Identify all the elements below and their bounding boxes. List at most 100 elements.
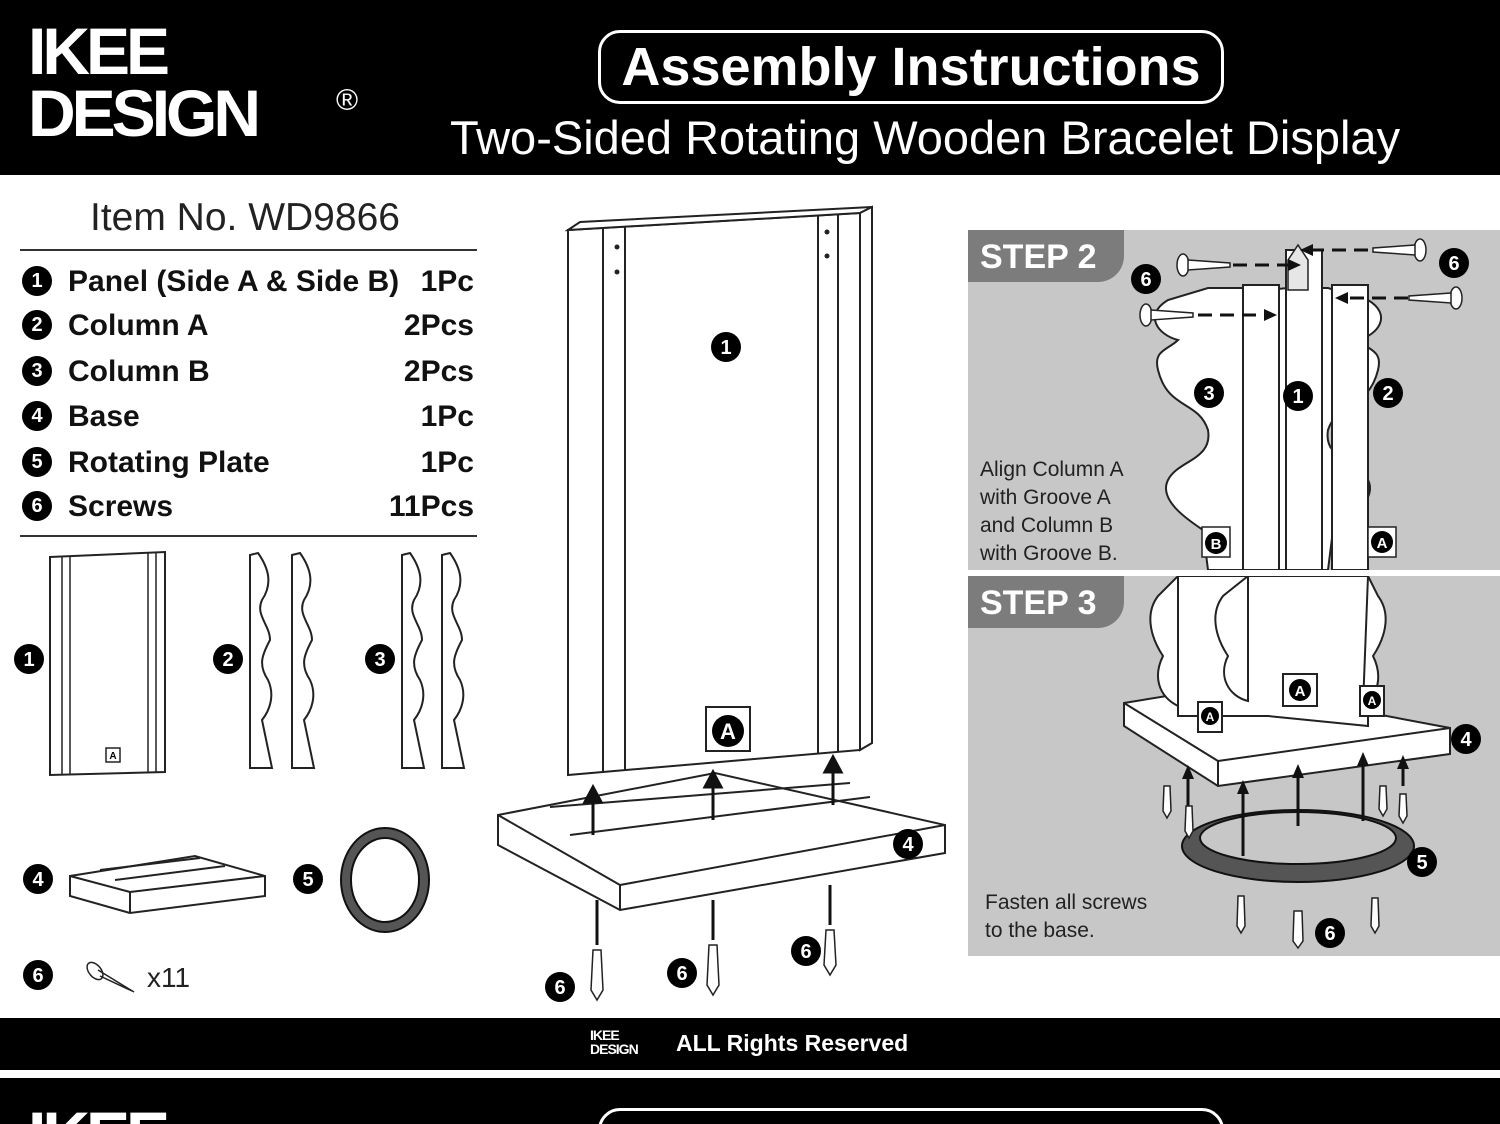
groove-marker-text: B xyxy=(1211,536,1222,553)
header-bar: IKEE DESIGN ® Assembly Instructions Two-… xyxy=(0,0,1500,175)
copyright-text: ALL Rights Reserved xyxy=(676,1030,909,1056)
part-name: Screws xyxy=(68,490,174,523)
part-row: 2 Column A 2Pcs xyxy=(22,306,474,346)
label-badge-text: 4 xyxy=(1460,729,1472,751)
next-page-logo: IKEE xyxy=(28,1102,170,1124)
arrow-up-icon xyxy=(1186,761,1405,856)
rotating-plate-illustration xyxy=(340,827,430,933)
page-subtitle: Two-Sided Rotating Wooden Bracelet Displ… xyxy=(450,111,1401,164)
part-quantity: 2Pcs xyxy=(403,355,474,388)
groove-marker xyxy=(1201,707,1219,725)
step2-title: STEP 2 xyxy=(968,230,1124,282)
footer-bar: IKEE DESIGN ALL Rights Reserved xyxy=(0,1018,1500,1070)
step2-text-line: Align Column A xyxy=(980,458,1124,481)
column-b-illustration xyxy=(401,551,466,769)
groove-marker-text: A xyxy=(1377,535,1388,552)
groove-marker-text: A xyxy=(1368,694,1377,708)
step3-panel: STEP 3 A A A xyxy=(968,576,1500,956)
part-quantity: 1Pc xyxy=(420,400,474,433)
arrow-icon xyxy=(1198,248,1408,317)
part-row: 5 Rotating Plate 1Pc xyxy=(22,443,474,483)
footer-logo-line2: DESIGN xyxy=(590,1041,639,1057)
label-badge-text: 5 xyxy=(302,869,313,891)
base-illustration xyxy=(497,771,946,912)
label-badge-text: 2 xyxy=(1382,383,1393,405)
label-badge xyxy=(1194,378,1224,408)
screw-count: x11 xyxy=(147,962,190,993)
part-number-badge: 3 xyxy=(22,356,52,386)
column-a-illustration xyxy=(249,551,316,769)
label-badge-text: 2 xyxy=(222,649,233,671)
label-badge-text: 6 xyxy=(1448,253,1459,275)
divider xyxy=(20,535,477,537)
part-name: Column A xyxy=(68,309,209,342)
label-badge xyxy=(893,829,923,859)
label-badge xyxy=(1439,248,1469,278)
label-badge xyxy=(1283,381,1313,411)
label-badge-text: 6 xyxy=(1140,269,1151,291)
groove-marker: A xyxy=(109,751,116,762)
item-number: Item No. WD9866 xyxy=(90,196,400,239)
label-badge-text: 6 xyxy=(800,941,811,963)
footer-logo: IKEE DESIGN xyxy=(590,1027,639,1057)
step3-diagram: A A A 4 5 xyxy=(1123,576,1481,950)
label-badge xyxy=(1451,724,1481,754)
groove-marker-text: A xyxy=(1206,710,1215,724)
label-badge-text: 6 xyxy=(1324,923,1335,945)
label-badge-text: 3 xyxy=(374,649,385,671)
step2-diagram: B A 6 6 3 1 2 xyxy=(1131,238,1469,570)
screw-icon xyxy=(595,885,832,945)
part-quantity: 1Pc xyxy=(420,265,474,298)
screw-icon xyxy=(86,961,135,993)
step2-text-line: with Groove A xyxy=(980,486,1111,509)
base-illustration xyxy=(69,854,266,915)
label-badge-text: 1 xyxy=(720,337,731,359)
parts-illustration: A 1 2 3 4 5 6 x11 xyxy=(14,550,466,993)
label-badge-text: 4 xyxy=(32,869,44,891)
part-number-badge: 1 xyxy=(22,266,52,296)
label-badge xyxy=(667,958,697,988)
label-badge xyxy=(365,644,395,674)
label-badge-text: 4 xyxy=(902,834,914,856)
groove-marker xyxy=(1205,532,1227,554)
part-row: 3 Column B 2Pcs xyxy=(22,352,474,392)
step3-title: STEP 3 xyxy=(968,576,1124,628)
label-badge xyxy=(213,644,243,674)
screw-icon xyxy=(1139,238,1463,327)
label-badge xyxy=(711,332,741,362)
groove-marker xyxy=(712,715,744,747)
groove-marker xyxy=(1363,691,1381,709)
label-badge xyxy=(23,960,53,990)
footer-logo-line1: IKEE xyxy=(590,1027,620,1043)
part-row: 4 Base 1Pc xyxy=(22,397,474,437)
part-number-badge: 2 xyxy=(22,310,52,340)
next-page-header: IKEE xyxy=(0,1078,1500,1124)
main-assembly-diagram: A 1 4 6 6 6 xyxy=(497,205,946,1002)
brand-logo-line2: DESIGN xyxy=(28,76,261,150)
panel-illustration xyxy=(564,205,873,777)
panel-illustration: A xyxy=(49,550,166,777)
step3-instructions: Fasten all screws to the base. xyxy=(985,889,1147,945)
next-page-title-box xyxy=(598,1108,1224,1124)
part-quantity: 2Pcs xyxy=(403,309,474,342)
step3-text-line: Fasten all screws xyxy=(985,891,1148,914)
label-badge-text: 1 xyxy=(23,649,34,671)
brand-logo: IKEE DESIGN ® xyxy=(28,18,378,148)
label-badge xyxy=(293,864,323,894)
part-name: Base xyxy=(68,400,140,433)
part-number-badge: 6 xyxy=(22,491,52,521)
rotating-plate-illustration xyxy=(1181,809,1415,883)
part-number-badge: 5 xyxy=(22,447,52,477)
groove-marker-text: A xyxy=(720,719,736,744)
part-name: Panel (Side A & Side B) xyxy=(68,265,400,298)
brand-logo-line1: IKEE xyxy=(28,14,170,88)
label-badge xyxy=(791,936,821,966)
groove-marker xyxy=(1371,531,1393,553)
part-name: Column B xyxy=(68,355,210,388)
step2-panel: STEP 2 B A 6 xyxy=(968,230,1500,570)
part-quantity: 11Pcs xyxy=(388,490,474,523)
label-badge xyxy=(545,972,575,1002)
screw-icon xyxy=(1162,785,1408,950)
label-badge xyxy=(14,644,44,674)
label-badge xyxy=(1407,847,1437,877)
